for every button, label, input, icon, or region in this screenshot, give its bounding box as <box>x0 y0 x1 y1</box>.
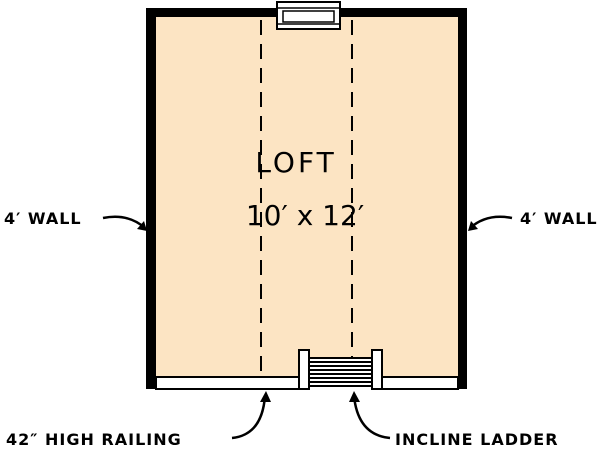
room-dimensions: 10′ x 12′ <box>246 199 364 232</box>
right-wall <box>458 8 467 389</box>
loft-floor <box>150 12 463 386</box>
incline-ladder <box>298 349 383 390</box>
ladder-arrow <box>352 395 391 440</box>
railing-label: 42″ HIGH RAILING <box>6 430 182 449</box>
right-wall-label: 4′ WALL <box>520 209 598 228</box>
window <box>276 1 341 30</box>
room-name: LOFT <box>255 146 336 179</box>
left-wall-label: 4′ WALL <box>4 209 82 228</box>
ladder-label: INCLINE LADDER <box>395 430 559 449</box>
railing <box>155 376 459 390</box>
right-wall-arrow <box>469 215 513 229</box>
railing-arrow <box>231 395 267 440</box>
left-wall <box>146 8 156 389</box>
left-wall-arrow <box>102 215 146 229</box>
